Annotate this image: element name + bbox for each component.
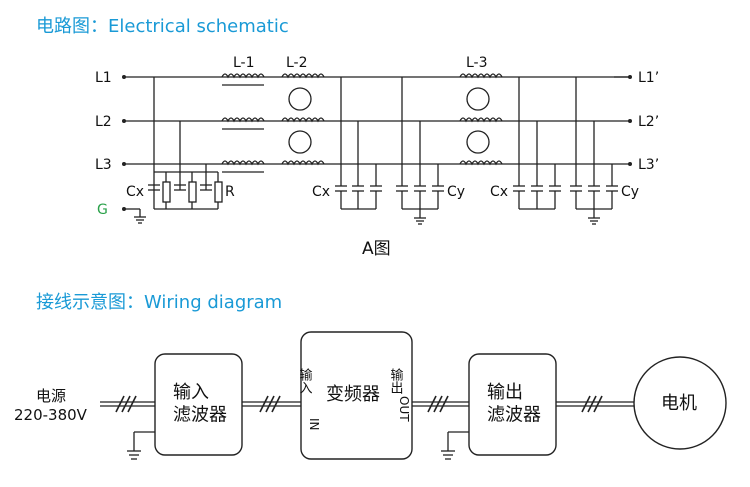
line-label-l2-out: L2’ — [638, 114, 659, 130]
line-label-l3: L3 — [95, 157, 112, 173]
input-filter-box — [154, 353, 243, 456]
wiring-heading: 接线示意图：Wiring diagram — [36, 292, 283, 313]
line-label-l3-out: L3’ — [638, 157, 659, 173]
cy-label-1: Cy — [447, 184, 465, 200]
inductor-label-l1: L-1 — [233, 55, 255, 71]
line-label-l1: L1 — [95, 70, 112, 86]
vfd-label: 变频器 — [326, 384, 380, 405]
inductor-label-l2: L-2 — [286, 55, 308, 71]
cx-label-3: Cx — [490, 184, 508, 200]
vfd-in-en: IN — [307, 418, 321, 431]
ground-label: G — [97, 202, 108, 218]
electrical-schematic: L1 L2 L3 L1’ L2’ L3’ G Cx R — [95, 55, 659, 259]
vfd-in-cn: 输入 — [297, 367, 313, 394]
cy-label-2: Cy — [621, 184, 639, 200]
power-label: 电源 — [36, 387, 66, 405]
schematic-heading: 电路图：Electrical schematic — [36, 16, 289, 37]
output-filter-box — [468, 353, 557, 456]
vfd-box — [300, 331, 413, 460]
output-filter-label: 输出滤波器 — [487, 382, 541, 426]
motor-circle — [633, 356, 727, 450]
cx-label-2: Cx — [312, 184, 330, 200]
voltage-label: 220-380V — [14, 406, 88, 424]
input-filter-label-1: 输入滤波器 — [173, 382, 227, 426]
inductor-label-l3: L-3 — [466, 55, 488, 71]
line-label-l2: L2 — [95, 114, 112, 130]
cx-label-1: Cx — [126, 184, 144, 200]
line-label-l1-out: L1’ — [638, 70, 659, 86]
motor-label: 电机 — [661, 393, 697, 414]
schematic-caption: A图 — [362, 239, 391, 259]
r-label: R — [225, 184, 235, 200]
vfd-out-en: OUT — [397, 396, 411, 422]
vfd-out-cn: 输出 — [388, 367, 404, 394]
